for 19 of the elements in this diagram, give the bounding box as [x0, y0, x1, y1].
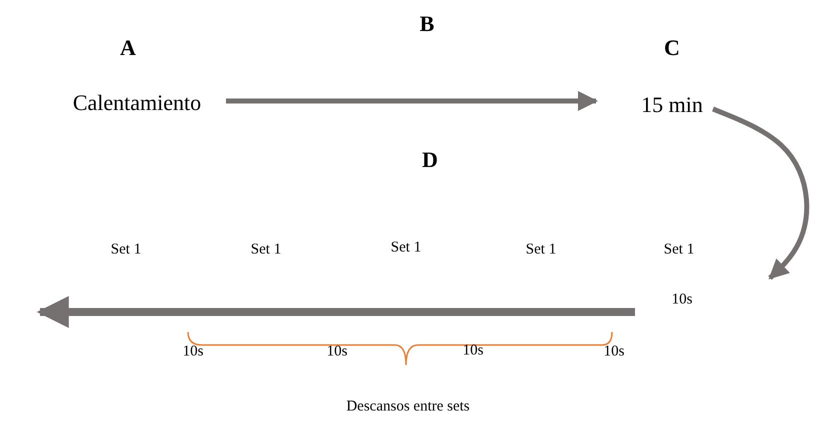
text-label: Descansos entre sets — [346, 398, 470, 416]
step-letter: A — [120, 35, 136, 61]
text-label: 10s — [672, 292, 692, 308]
text-label: 10s — [604, 344, 624, 360]
text-label: Set 1 — [110, 242, 142, 258]
text-label: Set 1 — [390, 240, 422, 256]
text-label: 10s — [182, 344, 204, 360]
text-label: Set 1 — [526, 242, 556, 258]
arrow — [712, 106, 810, 280]
text-label: 10s — [326, 344, 348, 360]
step-letter: C — [664, 35, 680, 61]
step-letter: B — [420, 11, 434, 37]
node-label: 15 min — [641, 92, 703, 118]
node-label: Calentamiento — [72, 90, 202, 116]
text-label: 10s — [462, 342, 484, 360]
arrow — [226, 91, 598, 111]
text-label: Set 1 — [250, 242, 282, 258]
step-letter: D — [422, 147, 438, 173]
text-label: Set 1 — [664, 242, 694, 258]
